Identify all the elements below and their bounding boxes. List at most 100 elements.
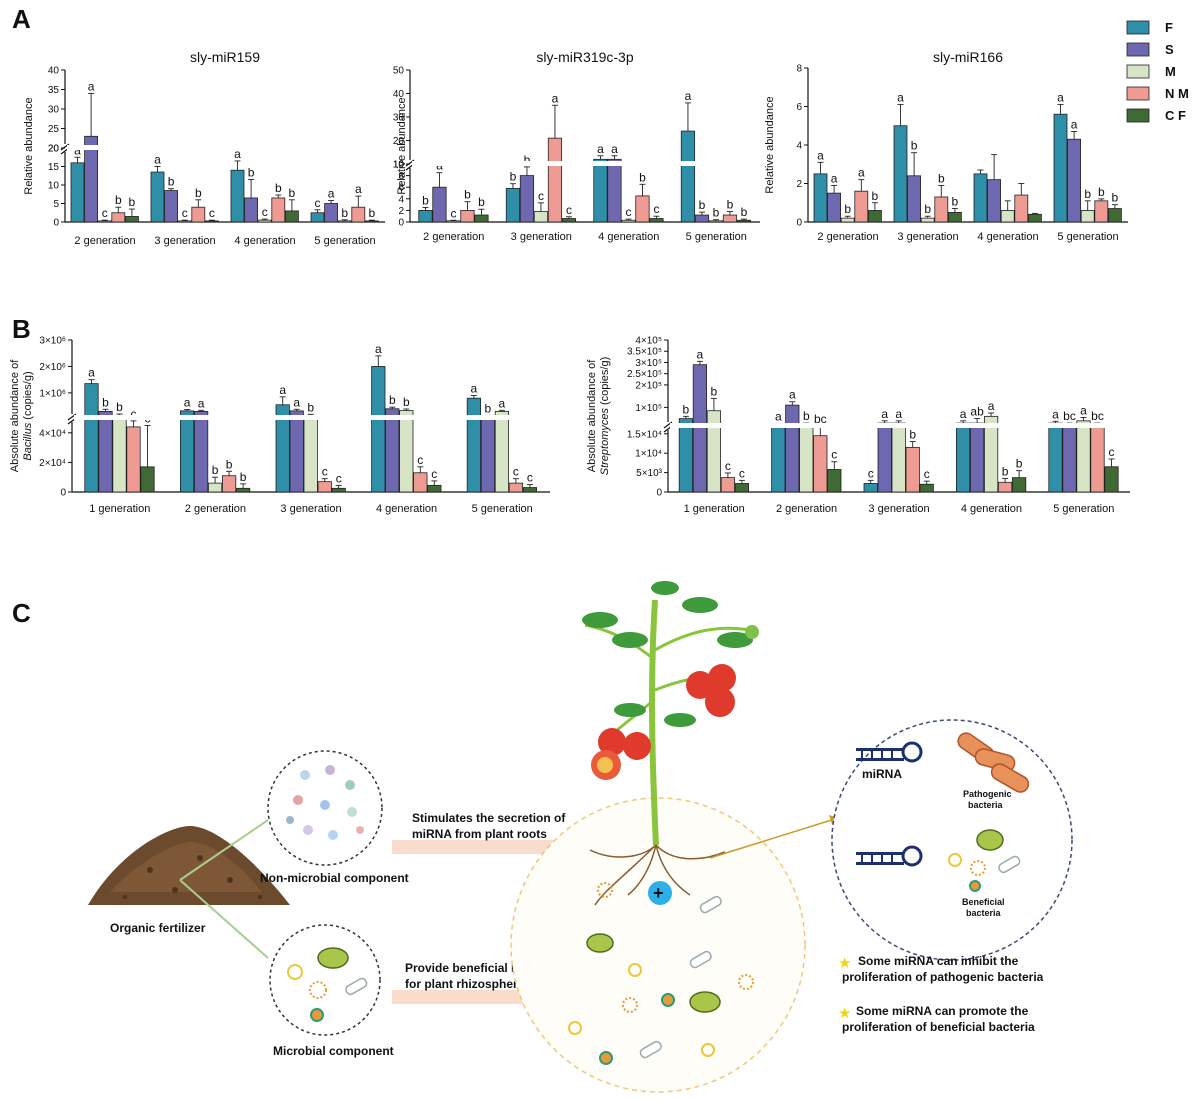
significance-label: b — [240, 470, 247, 484]
bar-f — [150, 171, 165, 223]
microbes-icon — [287, 947, 368, 1022]
significance-label: b — [872, 189, 879, 203]
bar-cf — [827, 469, 842, 493]
bar-f — [771, 424, 786, 493]
y-tick-label: 4×10⁴ — [39, 428, 66, 439]
significance-label: c — [527, 471, 533, 485]
x-category-label: 1 generation — [89, 503, 150, 515]
note-2-line-2: proliferation of beneficial bacteria — [842, 1020, 1035, 1034]
arrow-2-line-2: for plant rhizosphere — [405, 977, 525, 991]
bar-cf — [1108, 208, 1122, 223]
axis-break-band — [67, 145, 385, 150]
y-tick-label: 0 — [53, 218, 59, 229]
y-tick-label: 8 — [796, 64, 802, 75]
microbial-label: Microbial component — [273, 1044, 394, 1058]
pathogenic-line-1: Pathogenic — [963, 789, 1012, 799]
bar-f — [1053, 113, 1068, 223]
significance-label: b — [422, 194, 429, 208]
bar-s — [907, 175, 921, 223]
significance-label: b — [741, 205, 748, 219]
non-microbial-label: Non-microbial component — [260, 871, 409, 885]
legend-label: C F — [1165, 108, 1186, 123]
significance-label: a — [611, 142, 618, 156]
y-tick-label: 50 — [393, 66, 405, 77]
bar-nm — [998, 481, 1013, 493]
bar-cf — [125, 216, 139, 223]
significance-label: a — [499, 396, 506, 410]
y-tick-label: 40 — [393, 89, 405, 100]
significance-label: b — [803, 409, 810, 423]
y-tick-label: 2×10⁶ — [39, 362, 66, 373]
bar-m — [257, 219, 272, 223]
significance-label: b — [711, 384, 718, 398]
bar-nm — [1094, 200, 1109, 223]
significance-label: a — [184, 396, 191, 410]
x-category-label: 5 generation — [1053, 503, 1114, 515]
significance-label: a — [328, 187, 335, 201]
y-tick-label: 25 — [48, 124, 60, 135]
x-category-label: 2 generation — [817, 231, 878, 243]
chart-title: sly-miR159 — [190, 49, 260, 65]
bar-s — [519, 175, 535, 223]
bar-cf — [204, 220, 219, 223]
y-tick-label: 2×10⁵ — [635, 380, 662, 391]
significance-label: a — [293, 395, 300, 409]
bar-s — [785, 404, 800, 493]
y-tick-label: 1×10⁴ — [635, 449, 662, 460]
x-category-label: 5 generation — [314, 235, 375, 247]
diagram: Organic fertilizer Non-microbial compone… — [88, 581, 1073, 1093]
significance-label: c — [315, 196, 321, 210]
significance-label: c — [739, 466, 745, 480]
significance-label: c — [322, 465, 328, 479]
significance-label: a — [597, 142, 604, 156]
bar-cf — [364, 220, 379, 223]
x-category-label: 3 generation — [868, 503, 929, 515]
significance-label: b — [938, 171, 945, 185]
x-category-label: 2 generation — [776, 503, 837, 515]
bar-f — [466, 397, 482, 493]
bar-cf — [868, 210, 882, 223]
x-category-label: 3 generation — [897, 231, 958, 243]
bar-cf — [649, 218, 664, 223]
bar-nm — [460, 209, 475, 223]
bar-cf — [235, 487, 251, 493]
significance-label: a — [279, 383, 286, 397]
y-tick-label: 3.5×10⁵ — [627, 347, 662, 358]
significance-label: a — [1071, 118, 1078, 132]
significance-label: c — [102, 206, 108, 220]
particles-icon — [286, 765, 364, 840]
bar-m — [920, 217, 935, 223]
bar-s — [970, 422, 985, 493]
y-tick-label: 0 — [398, 218, 404, 229]
zoom-circle — [831, 719, 1073, 961]
significance-label: a — [88, 366, 95, 380]
y-tick-label: 30 — [393, 113, 405, 124]
y-axis-title: Relative abundance — [764, 96, 776, 193]
note-1-line-2: proliferation of pathogenic bacteria — [842, 970, 1044, 984]
bar-cf — [948, 211, 962, 223]
significance-label: b — [289, 186, 296, 200]
bar-cf — [331, 487, 346, 493]
significance-label: b — [212, 463, 219, 477]
significance-label: c — [625, 205, 631, 219]
significance-label: a — [789, 388, 796, 402]
pathogenic-bacteria-icon — [957, 732, 1030, 793]
significance-label: c — [831, 448, 837, 462]
bar-s — [607, 158, 622, 223]
x-category-label: 4 generation — [961, 503, 1022, 515]
x-category-label: 3 generation — [280, 503, 341, 515]
y-tick-label: 10 — [48, 181, 60, 192]
bar-nm — [191, 206, 206, 223]
y-tick-label: 10 — [393, 160, 405, 171]
bar-nm — [635, 195, 650, 223]
beneficial-bacteria-icon — [948, 829, 1021, 892]
significance-label: a — [234, 147, 241, 161]
bar-m — [399, 410, 414, 493]
arrow-1-line-1: Stimulates the secretion of — [412, 811, 566, 825]
bar-cf — [919, 483, 934, 493]
y-tick-label: 20 — [48, 144, 60, 155]
significance-label: a — [1052, 407, 1059, 421]
significance-label: c — [538, 189, 544, 203]
